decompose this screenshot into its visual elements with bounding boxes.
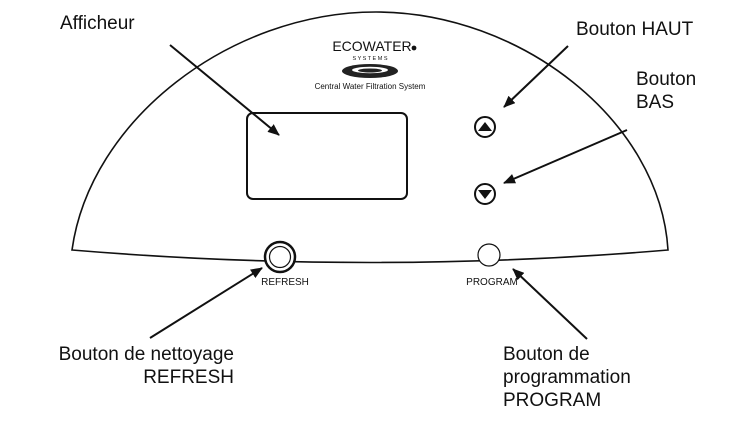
down-button[interactable] — [474, 183, 496, 205]
triangle-down-icon — [478, 190, 492, 199]
refresh-button[interactable] — [263, 240, 297, 274]
callout-down-button: Bouton BAS — [636, 68, 696, 114]
callout-refresh-button: Bouton de nettoyage REFRESH — [10, 343, 234, 389]
program-button-label: PROGRAM — [466, 277, 518, 288]
callout-program-text-2: programmation — [503, 367, 631, 388]
up-button[interactable] — [474, 116, 496, 138]
callout-up-text: Bouton HAUT — [576, 19, 694, 40]
refresh-button-label: REFRESH — [261, 277, 309, 288]
callout-refresh-text-2: REFRESH — [143, 367, 234, 388]
triangle-up-icon — [478, 122, 492, 131]
arrow-program-button — [512, 268, 588, 340]
arrow-display — [169, 44, 280, 136]
callout-up-button: Bouton HAUT — [576, 18, 693, 41]
brand-tagline: Central Water Filtration System — [315, 82, 426, 91]
brand-logo-icon — [342, 64, 398, 78]
arrow-up-button — [503, 45, 569, 108]
arrow-down-button — [503, 129, 628, 184]
callout-down-text-1: Bouton — [636, 69, 697, 90]
brand-sub: S Y S T E M S — [352, 56, 387, 62]
brand-name: ECOWATER — [332, 38, 411, 54]
callout-down-text-2: BAS — [636, 92, 675, 113]
brand-dot — [411, 45, 417, 51]
callout-program-text-1: Bouton de — [503, 344, 590, 365]
arrow-refresh-button — [149, 267, 263, 339]
callout-program-text-3: PROGRAM — [503, 390, 602, 411]
callout-display: Afficheur — [60, 12, 135, 35]
callout-display-text: Afficheur — [60, 13, 135, 34]
program-button[interactable] — [477, 243, 501, 267]
callout-program-button: Bouton de programmation PROGRAM — [503, 343, 631, 412]
callout-refresh-text-1: Bouton de nettoyage — [58, 344, 234, 365]
display-screen — [246, 112, 408, 200]
